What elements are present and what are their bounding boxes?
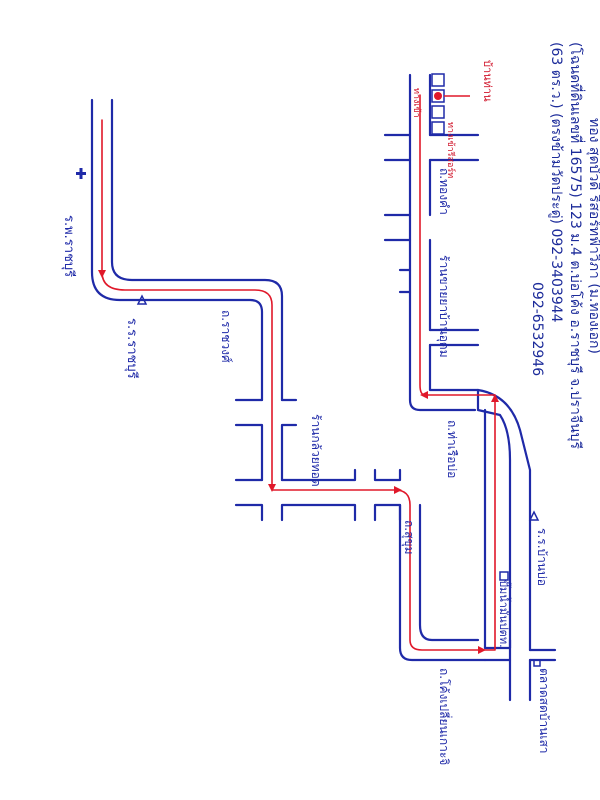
destination-houses xyxy=(431,73,470,135)
label-gas-station: ปั๊มน้ำมันปตท. xyxy=(497,580,512,648)
market-icon xyxy=(533,659,541,667)
info-line-2: (โฉนดที่ดินเลขที่ 16575) 123 ม.4 ต.บ่อโค… xyxy=(567,42,585,450)
road-right-cross xyxy=(383,133,480,347)
route-arrow-4 xyxy=(478,646,486,654)
road-network xyxy=(90,73,557,702)
route-arrow-5 xyxy=(491,394,499,402)
destination-marker-icon xyxy=(434,92,442,100)
route-line xyxy=(101,94,496,651)
house-icon xyxy=(431,73,445,87)
road-right-main xyxy=(408,73,480,412)
route-arrow-2 xyxy=(268,484,276,492)
label-side-small: ทางเข้า xyxy=(411,88,422,118)
cross-street-1 xyxy=(234,398,298,482)
info-line-3: (63 ตร.ว.) (ตรงข้ามวัดประดู่) 092-340394… xyxy=(548,42,564,323)
label-landmark-right: ร้านขายยาบ้านอุดม xyxy=(436,255,451,358)
label-pin-top: บ้านท่าน xyxy=(481,60,494,102)
label-school-right: ร.ร.บ้านบ่อ xyxy=(535,528,549,586)
route-arrow-3 xyxy=(394,486,402,494)
label-hospital: ร.พ.ราชบุรี xyxy=(61,215,77,277)
school-icon xyxy=(528,510,540,521)
label-road-right-top: ถ.ทองคำ xyxy=(437,168,451,215)
label-school: ร.ร.ราชบุรี xyxy=(124,318,140,379)
house-icon xyxy=(431,105,445,119)
road-down-mid xyxy=(398,503,487,662)
label-road-bottom: ถ.โค้งเปลี่ยนเกาะจิ xyxy=(437,668,453,765)
road-mid-horizontal xyxy=(234,468,402,522)
info-line-1: ทอง สุดบัวดี รีสอร์ทฟ้าวิภา (ม.ทองเอก) xyxy=(586,118,600,354)
label-market: ตลาดสดบ้านเสา xyxy=(537,668,551,754)
gas-station-icon xyxy=(499,571,509,581)
road-diagonal xyxy=(476,388,532,652)
route-path xyxy=(98,94,499,654)
label-road-right-mid: ถ.ท่าเรือบ่อ xyxy=(445,420,459,478)
info-block: ทอง สุดบัวดี รีสอร์ทฟ้าวิภา (ม.ทองเอก) (… xyxy=(529,42,600,450)
road-left-top xyxy=(90,98,264,402)
route-arrow-1 xyxy=(98,270,106,278)
info-line-4: 092-6532946 xyxy=(529,282,545,376)
label-shop: ร้านกล้วยทอด xyxy=(309,414,323,487)
label-road-left-top: ถ.ราชวงศ์ xyxy=(219,310,233,363)
hospital-icon xyxy=(76,168,86,179)
route-arrow-6 xyxy=(420,391,428,399)
road-left-top-inner xyxy=(110,98,284,402)
label-road-mid: ถ.สุขุม xyxy=(401,520,416,555)
road-right-lower xyxy=(483,408,557,662)
flag-icon xyxy=(136,294,148,305)
label-pin-note: ทางเข้ารีสอร์ท xyxy=(445,122,457,178)
road-bottom-branch xyxy=(508,658,532,702)
house-icon xyxy=(431,121,445,135)
map-labels: ร.พ.ราชบุรี ร.ร.ราชบุรี ถ.ราชวงศ์ ร้านกล… xyxy=(61,60,551,765)
